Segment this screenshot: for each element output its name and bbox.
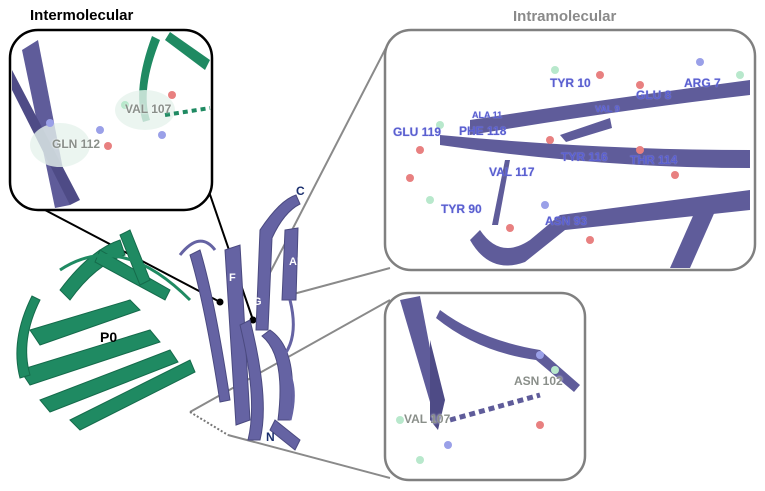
residue-label: TYR 10 (550, 76, 591, 90)
intermolecular-title: Intermolecular (30, 7, 134, 24)
residue-label: VAL 107 (404, 412, 451, 426)
residue-label: GLN 112 (52, 137, 101, 151)
hbond-scene (396, 296, 580, 464)
residue-label: ASN 93 (545, 214, 588, 228)
contact-point (216, 298, 224, 306)
hbond-dashed (189, 411, 229, 436)
domain-loop (178, 239, 217, 256)
c-terminus-label: C (296, 184, 305, 198)
residue-label: GLU 8 (636, 88, 672, 102)
residue-label: THR 114 (630, 153, 678, 167)
strand-f-label: F (229, 272, 236, 284)
residue-label: TYR 90 (441, 202, 482, 216)
p0-molecule (16, 229, 196, 431)
ig-domain (189, 194, 301, 451)
domain-loop (277, 299, 295, 421)
p0-label: P0 (100, 329, 118, 345)
intramolecular-title: Intramolecular (513, 8, 617, 25)
residue-label: VAL 9 (595, 104, 620, 114)
p0-loop (59, 254, 192, 302)
side-chain-atoms (406, 58, 744, 244)
strand-g-label: G (253, 296, 262, 308)
contact-point (249, 316, 257, 324)
hbond-panel (383, 291, 587, 482)
strand-a-label: A' (289, 256, 300, 268)
residue-label: ALA 11 (472, 110, 503, 120)
residue-label: ASN 102 (514, 374, 563, 388)
residue-label: TYR 116 (561, 150, 608, 164)
intermolecular-scene (12, 32, 211, 208)
intramolecular-scene (440, 80, 750, 268)
residue-label: VAL 107 (125, 102, 172, 116)
residue-label: ARG 7 (684, 76, 721, 90)
residue-label: VAL 117 (489, 165, 535, 179)
residue-label: GLU 119 (393, 125, 442, 139)
residue-label: PHE 118 (459, 124, 507, 138)
n-terminus-label: N (266, 430, 275, 444)
